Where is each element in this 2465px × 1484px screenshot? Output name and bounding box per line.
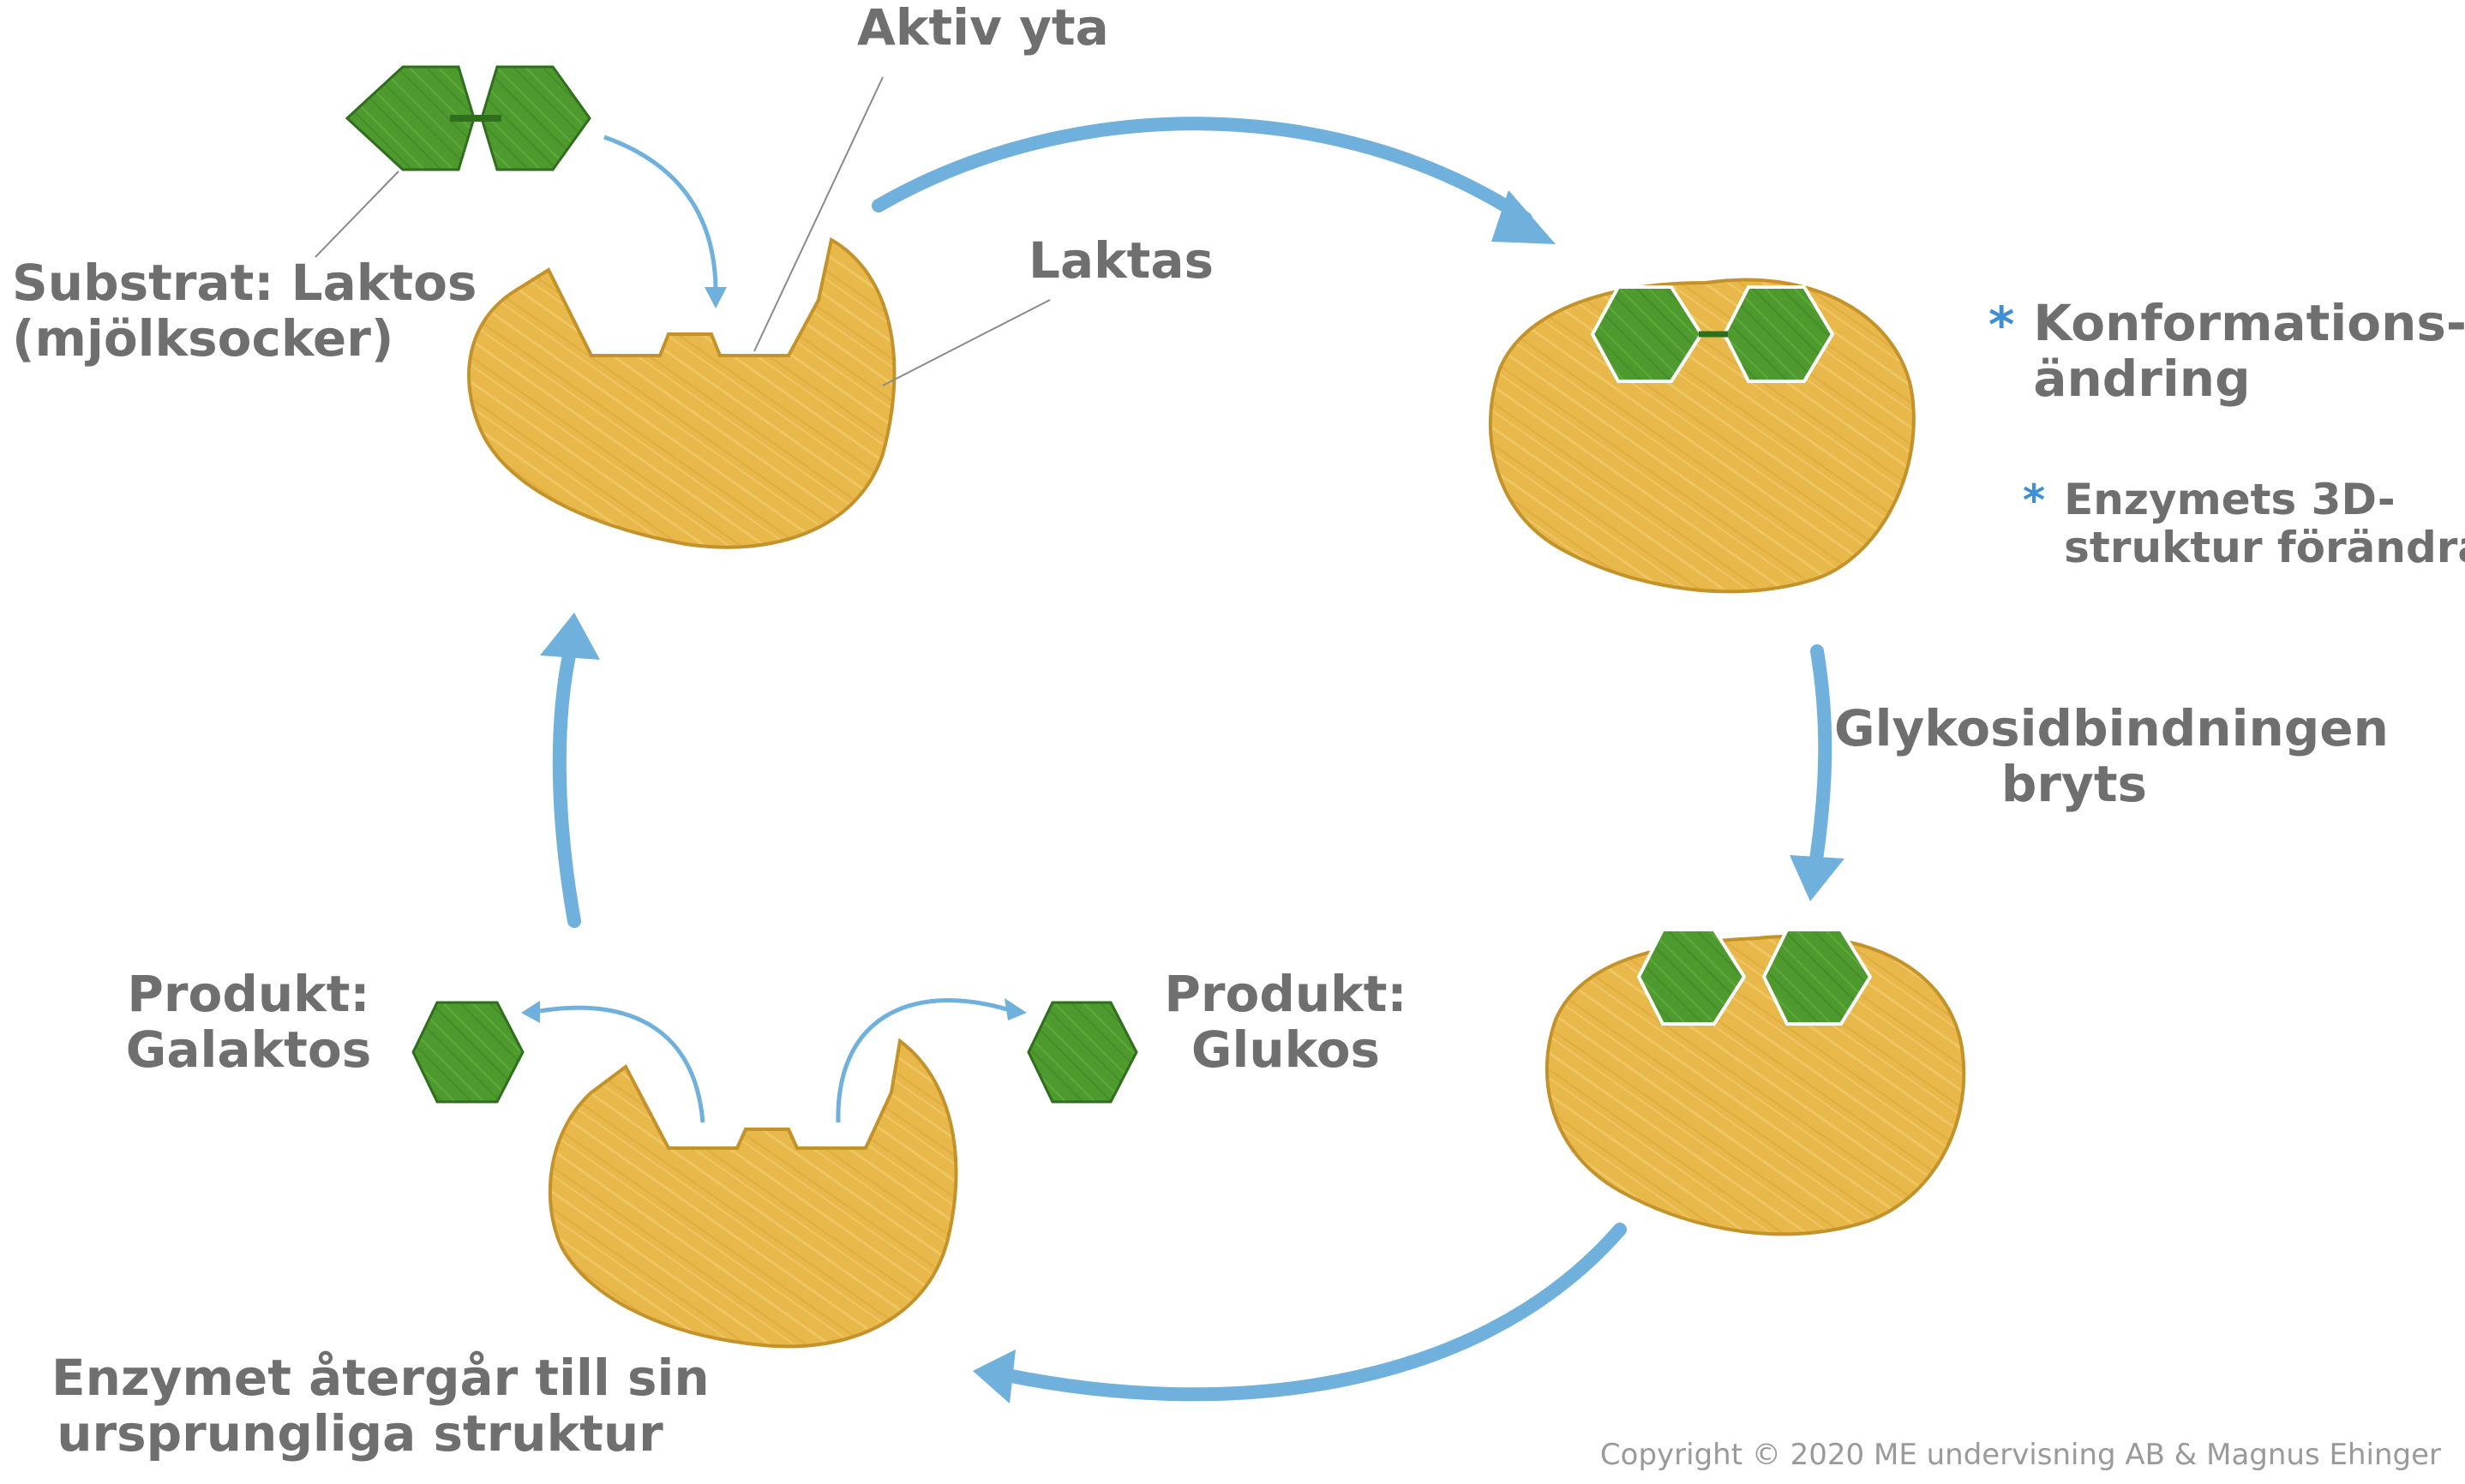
cycle-arrow-left — [552, 644, 581, 928]
glucose-hexagon-bound — [1722, 285, 1835, 383]
cycle-arrowhead-top — [1491, 190, 1556, 244]
cycle-arrow-bottom — [1000, 1223, 1627, 1402]
note-3d-struktur-line2: struktur förändras — [2064, 523, 2465, 572]
label-laktas: Laktas — [1029, 231, 1215, 290]
galactose-hexagon-cleaved — [1636, 928, 1747, 1026]
label-enzymet-atergar: Enzymet återgår till sin ursprungliga st… — [51, 1349, 710, 1463]
glucose-hexagon-free — [480, 65, 591, 171]
copyright-notice: Copyright © 2020 ME undervisning AB & Ma… — [1599, 1438, 2441, 1472]
glucose-hexagon-cleaved — [1761, 928, 1873, 1026]
leader-aktiv-yta — [753, 76, 884, 352]
label-glykosid-line2: bryts — [2000, 754, 2148, 813]
label-galaktos-line2: Galaktos — [125, 1020, 372, 1079]
cycle-arrowhead-right — [1790, 855, 1844, 901]
bullet-asterisk-icon: * — [1988, 296, 2015, 354]
cycle-arrow-top — [872, 117, 1532, 225]
note-konformation: * Konformations- ändring — [1988, 296, 2465, 407]
label-atergar-line1: Enzymet återgår till sin — [51, 1349, 710, 1407]
arrowhead-release-galactose — [521, 1001, 540, 1023]
label-substrat-line2: (mjölksocker) — [12, 308, 394, 368]
label-glukos-line2: Glukos — [1191, 1020, 1381, 1079]
label-glykosidbindning: Glykosidbindningen bryts — [1834, 699, 2389, 813]
arrow-release-galactose — [539, 1005, 705, 1123]
galactose-product-hexagon — [411, 1001, 525, 1104]
note-konformation-line1: Konformations- — [2033, 294, 2465, 352]
label-galaktos-line1: Produkt: — [127, 965, 370, 1023]
label-atergar-line2: ursprungliga struktur — [57, 1403, 663, 1463]
enzyme-laktas-bound — [1488, 278, 1916, 594]
label-produkt-glukos: Produkt: Glukos — [1157, 966, 1414, 1078]
arrow-substrate-binds — [603, 135, 718, 292]
cycle-arrow-right — [1808, 644, 1832, 872]
arrowhead-substrate-binds — [705, 287, 727, 308]
cycle-arrowhead-left — [540, 613, 600, 660]
note-3d-struktur-line1: Enzymets 3D- — [2064, 475, 2396, 524]
note-konformation-line2: ändring — [2033, 349, 2251, 408]
label-substrat-line1: Substrat: Laktos — [12, 254, 477, 312]
enzyme-laktas-released — [548, 1038, 958, 1349]
leader-laktas — [882, 299, 1051, 386]
leader-substrat — [315, 171, 399, 258]
enzyme-laktas-open — [467, 236, 897, 549]
cycle-arrowhead-bottom — [973, 1349, 1016, 1403]
label-glukos-line1: Produkt: — [1164, 965, 1407, 1023]
arrow-release-glucose — [836, 998, 1008, 1123]
bullet-asterisk-icon: * — [2023, 476, 2046, 525]
glucose-product-hexagon — [1027, 1001, 1138, 1104]
label-produkt-galaktos: Produkt: Galaktos — [120, 966, 377, 1078]
label-glykosid-line1: Glykosidbindningen — [1834, 699, 2389, 757]
label-substrat: Substrat: Laktos (mjölksocker) — [12, 255, 477, 367]
label-aktiv-yta: Aktiv yta — [857, 0, 1109, 57]
arrowhead-release-glucose — [1005, 998, 1027, 1020]
note-3d-struktur: * Enzymets 3D- struktur förändras — [2023, 476, 2465, 571]
enzyme-laktas-cleaving — [1544, 934, 1966, 1236]
